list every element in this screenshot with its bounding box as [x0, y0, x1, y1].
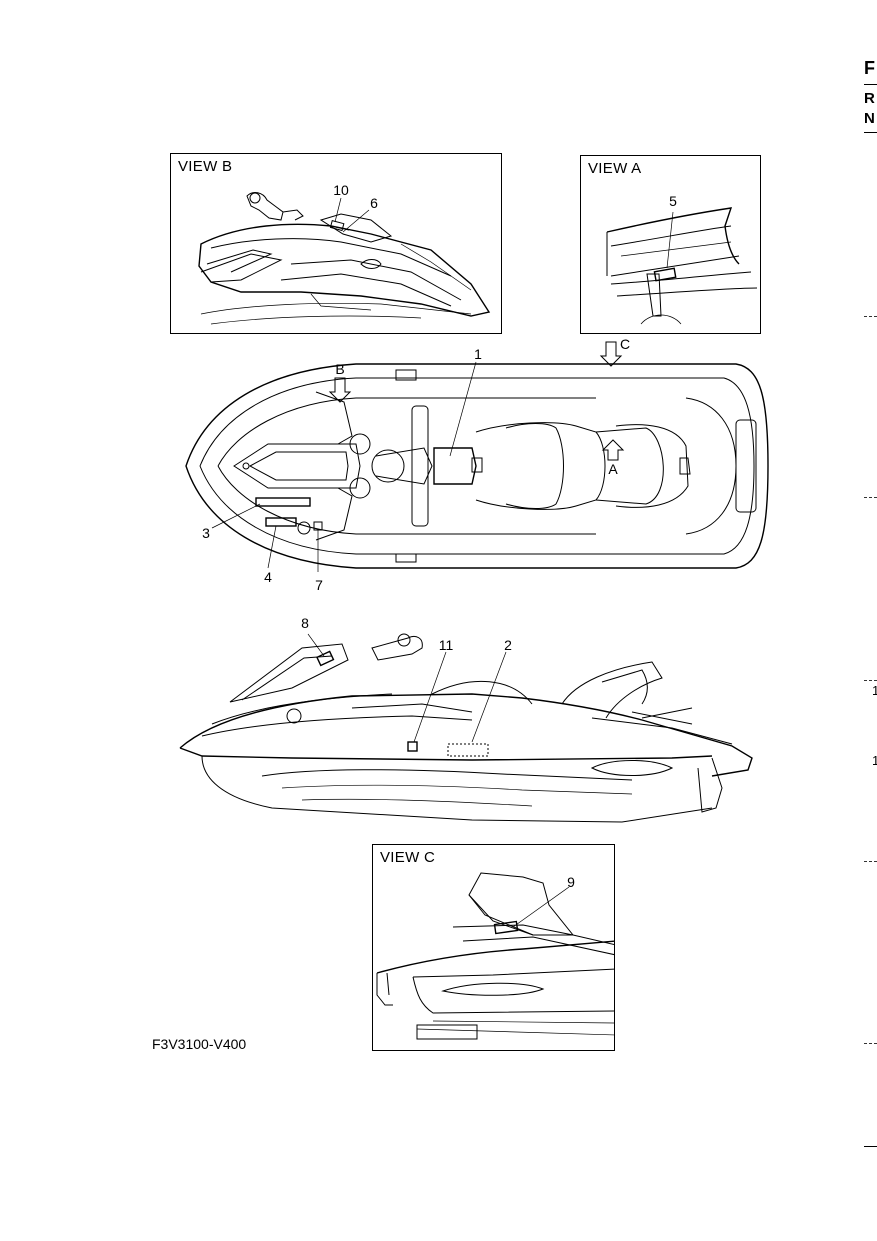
- edge-letter-n: N: [864, 110, 875, 127]
- view-c-illustration: 9: [376, 872, 614, 1040]
- callout-5: 5: [669, 193, 677, 209]
- edge-dash: [864, 1043, 877, 1044]
- figure-code: F3V3100-V400: [152, 1036, 247, 1052]
- edge-rule: [864, 84, 877, 85]
- view-a-title: VIEW A: [588, 160, 642, 177]
- arrow-label-b: B: [335, 361, 344, 377]
- callout-3: 3: [202, 525, 210, 541]
- edge-dash: [864, 861, 877, 862]
- view-c-panel: VIEW C 9: [372, 844, 615, 1051]
- view-a-illustration: 5: [606, 193, 758, 325]
- view-b-title: VIEW B: [178, 158, 233, 175]
- edge-dash: [864, 316, 877, 317]
- callout-11: 11: [439, 637, 454, 653]
- callout-7: 7: [315, 577, 323, 593]
- view-b-illustration: 10 6: [198, 182, 491, 325]
- view-a-panel: VIEW A 5: [580, 155, 761, 334]
- edge-dash: [864, 497, 877, 498]
- edge-letter-f: F: [864, 58, 875, 78]
- callout-4: 4: [264, 569, 272, 585]
- edge-rule: [864, 132, 877, 133]
- callout-10: 10: [333, 182, 349, 198]
- callout-2: 2: [504, 637, 512, 653]
- callout-6: 6: [370, 195, 378, 211]
- edge-number: 1: [872, 683, 877, 698]
- edge-letter-r: R: [864, 90, 875, 107]
- callout-8: 8: [301, 615, 309, 631]
- callout-9: 9: [567, 874, 575, 890]
- side-view-illustration: 11 2 8: [179, 615, 753, 823]
- callout-1: 1: [474, 346, 482, 362]
- edge-number: 1: [872, 753, 877, 768]
- view-c-title: VIEW C: [380, 849, 436, 866]
- arrow-label-c: C: [620, 336, 630, 352]
- edge-dash: [864, 680, 877, 681]
- arrow-label-a: A: [608, 461, 618, 477]
- top-view-illustration: B C A 1 3 4 7: [185, 336, 769, 593]
- view-b-panel: VIEW B 10 6: [170, 153, 502, 334]
- edge-rule: [864, 1146, 877, 1147]
